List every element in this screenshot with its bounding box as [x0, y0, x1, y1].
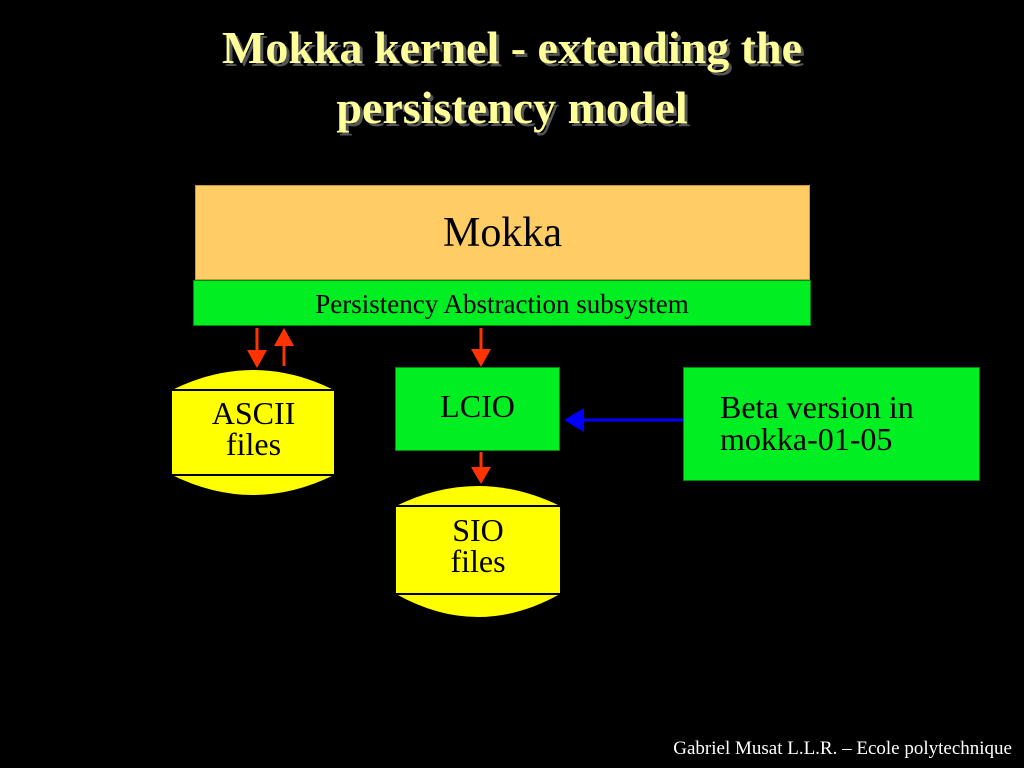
- sio-files-line-2: files: [450, 543, 506, 579]
- ascii-files-label: ASCII files: [172, 395, 335, 462]
- beta-version-line-1: Beta version in: [720, 389, 914, 425]
- ascii-files-line-1: ASCII: [211, 395, 296, 431]
- beta-version-box: Beta version in mokka-01-05: [683, 367, 980, 481]
- ascii-files-line-2: files: [225, 426, 282, 462]
- arrow-persistency-to-ascii: [247, 328, 267, 368]
- slide-title-line-2: persistency model: [336, 82, 688, 133]
- ascii-files-cylinder: [172, 370, 334, 495]
- arrow-beta-to-lcio: [564, 408, 683, 432]
- beta-version-line-2: mokka-01-05: [720, 421, 893, 457]
- slide-footer: Gabriel Musat L.L.R. – Ecole polytechniq…: [673, 738, 1012, 759]
- slide-title-line-1: Mokka kernel - extending the: [221, 22, 803, 73]
- arrow-persistency-to-lcio: [471, 328, 491, 367]
- mokka-box: Mokka: [195, 185, 810, 280]
- persistency-abstraction-box: Persistency Abstraction subsystem: [193, 280, 811, 326]
- arrow-ascii-to-persistency: [274, 328, 294, 366]
- arrow-lcio-to-sio: [471, 452, 491, 484]
- sio-files-label: SIO files: [396, 512, 560, 579]
- sio-files-cylinder: [396, 486, 560, 617]
- slide-title: Mokka kernel - extending the persistency…: [0, 18, 1024, 138]
- lcio-box: LCIO: [395, 367, 560, 451]
- sio-files-line-1: SIO: [452, 512, 504, 548]
